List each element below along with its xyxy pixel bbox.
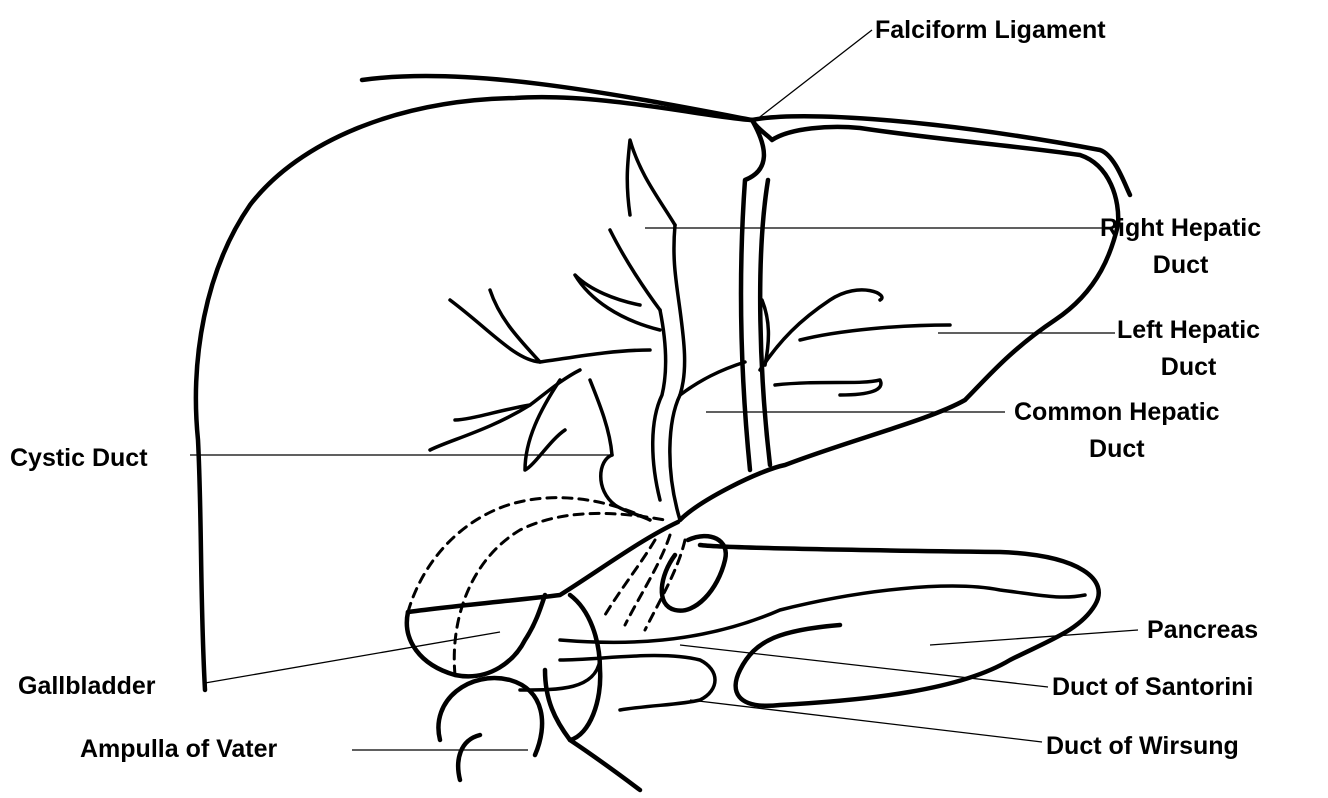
- leader-falciform-ligament: [756, 30, 872, 120]
- label-gallbladder-text: Gallbladder: [18, 668, 156, 705]
- label-ampulla-of-vater: Ampulla of Vater: [80, 731, 277, 768]
- hepatic-duct-tree: [430, 140, 950, 520]
- label-falciform-ligament: Falciform Ligament: [875, 12, 1106, 49]
- label-gallbladder: Gallbladder: [18, 668, 156, 705]
- label-common-hepatic-line1: Common Hepatic: [1014, 394, 1220, 431]
- label-pancreas-text: Pancreas: [1147, 612, 1258, 649]
- label-right-hepatic-line1: Right Hepatic: [1100, 210, 1261, 247]
- label-cystic-duct-text: Cystic Duct: [10, 440, 148, 477]
- label-duct-of-wirsung-text: Duct of Wirsung: [1046, 728, 1239, 765]
- label-falciform-ligament-text: Falciform Ligament: [875, 12, 1106, 49]
- pancreas-shape: [438, 535, 1098, 790]
- leader-pancreas: [930, 630, 1138, 645]
- label-right-hepatic-line2: Duct: [1100, 247, 1261, 284]
- label-left-hepatic-line2: Duct: [1117, 349, 1260, 386]
- label-left-hepatic-line1: Left Hepatic: [1117, 312, 1260, 349]
- label-common-hepatic-line2: Duct: [1014, 431, 1220, 468]
- label-duct-of-santorini-text: Duct of Santorini: [1052, 669, 1253, 706]
- label-pancreas: Pancreas: [1147, 612, 1258, 649]
- label-ampulla-of-vater-text: Ampulla of Vater: [80, 731, 277, 768]
- leader-duct-of-wirsung: [690, 700, 1042, 742]
- label-common-hepatic-duct: Common Hepatic Duct: [1014, 394, 1220, 468]
- label-cystic-duct: Cystic Duct: [10, 440, 148, 477]
- label-duct-of-santorini: Duct of Santorini: [1052, 669, 1253, 706]
- label-duct-of-wirsung: Duct of Wirsung: [1046, 728, 1239, 765]
- label-right-hepatic-duct: Right Hepatic Duct: [1100, 210, 1261, 284]
- label-left-hepatic-duct: Left Hepatic Duct: [1117, 312, 1260, 386]
